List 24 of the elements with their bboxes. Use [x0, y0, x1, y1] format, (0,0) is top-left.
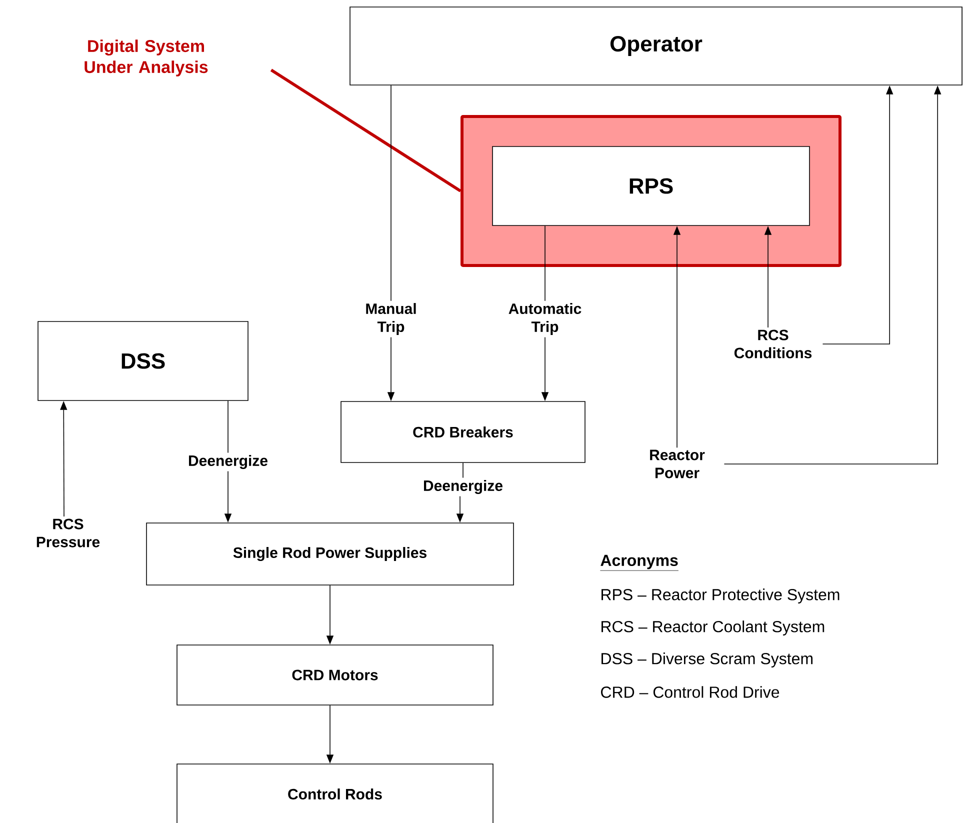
- process-box: Control Rods: [176, 764, 494, 823]
- signal-label: RCS Pressure: [36, 518, 100, 548]
- signal-label: Manual Trip: [366, 303, 416, 335]
- connector-line: [462, 462, 464, 478]
- connector-line: [544, 226, 546, 302]
- process-box: CRD Motors: [176, 644, 494, 706]
- acronym-text: DSS – Diverse Scram System: [602, 652, 812, 668]
- process-box: Operator: [350, 6, 962, 86]
- leader-line: [270, 68, 462, 192]
- signal-label: Reactor Power: [650, 450, 705, 478]
- acronym-text: RPS – Reactor Protective System: [602, 588, 840, 604]
- process-box: RPS: [492, 146, 810, 226]
- process-box: DSS: [38, 321, 248, 401]
- legend-heading: Acronyms: [600, 554, 679, 571]
- acronym-text: CRD – Control Rod Drive: [601, 686, 780, 698]
- callout-text: Digital System Under Analysis: [84, 40, 208, 76]
- signal-label: Deenergize: [189, 454, 268, 470]
- signal-label: Deenergize: [424, 480, 502, 494]
- process-box: Single Rod Power Supplies: [146, 522, 514, 586]
- signal-label: RCS Conditions: [734, 330, 812, 358]
- process-box: CRD Breakers: [340, 401, 586, 463]
- connector-line: [390, 85, 392, 302]
- signal-label: Automatic Trip: [508, 303, 582, 335]
- acronym-text: RCS – Reactor Coolant System: [602, 620, 824, 636]
